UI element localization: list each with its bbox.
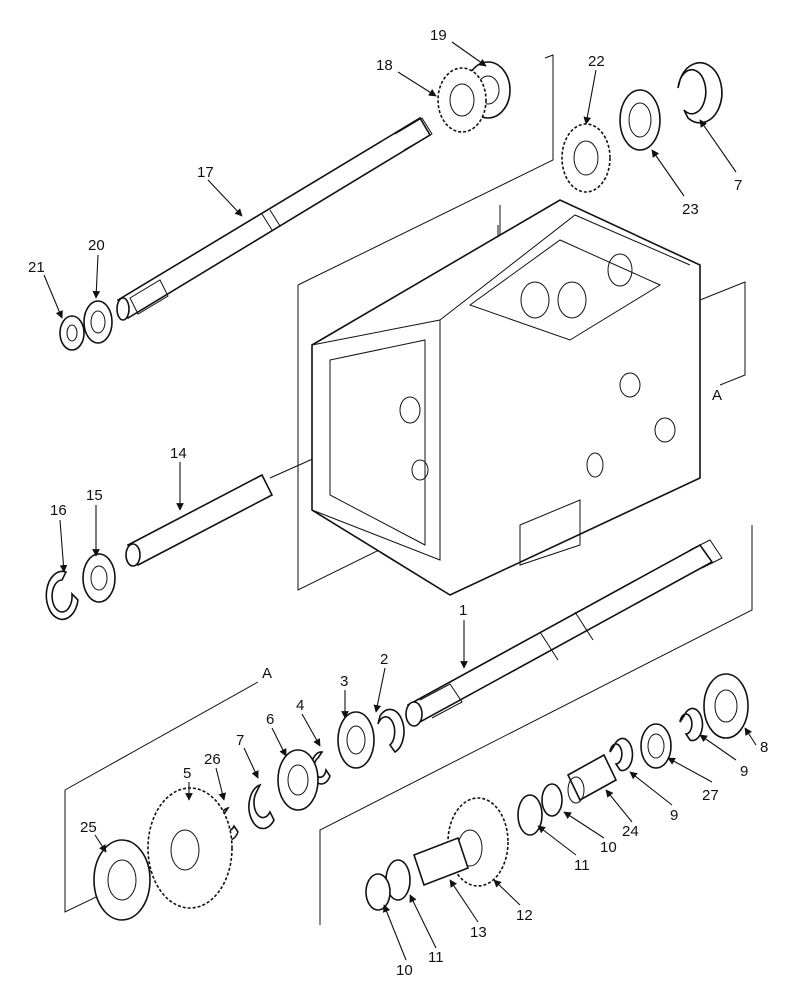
callout-26: 26 (204, 751, 221, 768)
lower-right-parts (365, 673, 749, 911)
callout-20: 20 (88, 237, 105, 254)
callout-6: 6 (266, 711, 274, 728)
section-mark-a-lower: A (262, 665, 272, 682)
callout-22: 22 (588, 53, 605, 70)
callout-15: 15 (86, 487, 103, 504)
callout-8: 8 (760, 739, 768, 756)
callout-12: 12 (516, 907, 533, 924)
main-shaft-1 (405, 539, 723, 727)
callout-16: 16 (50, 502, 67, 519)
callout-7-lower: 7 (236, 732, 244, 749)
callout-9-right: 9 (740, 763, 748, 780)
callout-11-bottom: 11 (428, 949, 444, 966)
gear-22-bearing-23 (561, 62, 723, 193)
callout-10-bottom: 10 (396, 962, 413, 979)
leader-lines (43, 41, 757, 961)
callout-25: 25 (80, 819, 97, 836)
callout-7-upper: 7 (734, 177, 742, 194)
callout-4: 4 (296, 697, 304, 714)
callout-23: 23 (682, 201, 699, 218)
callout-3: 3 (340, 673, 348, 690)
callout-19: 19 (430, 27, 447, 44)
transmission-housing (311, 199, 701, 596)
section-mark-a-upper: A (712, 387, 722, 404)
assembly-guide-lines (64, 54, 753, 925)
callout-27: 27 (702, 787, 719, 804)
callout-21: 21 (28, 259, 45, 276)
callout-24: 24 (622, 823, 639, 840)
callout-2: 2 (380, 651, 388, 668)
callout-5: 5 (183, 765, 191, 782)
callout-17: 17 (197, 164, 214, 181)
lower-left-parts (93, 708, 405, 921)
callout-1: 1 (459, 602, 467, 619)
callout-11-right: 11 (574, 857, 590, 874)
callout-18: 18 (376, 57, 393, 74)
shaft-17-assembly (59, 61, 511, 351)
shaft-14-assembly (45, 473, 274, 621)
callout-10-right: 10 (600, 839, 617, 856)
callout-9-mid: 9 (670, 807, 678, 824)
callout-labels: 1 2 3 4 5 6 7 7 8 9 9 10 10 11 11 12 13 … (28, 27, 768, 979)
callout-14: 14 (170, 445, 187, 462)
callout-13: 13 (470, 924, 487, 941)
